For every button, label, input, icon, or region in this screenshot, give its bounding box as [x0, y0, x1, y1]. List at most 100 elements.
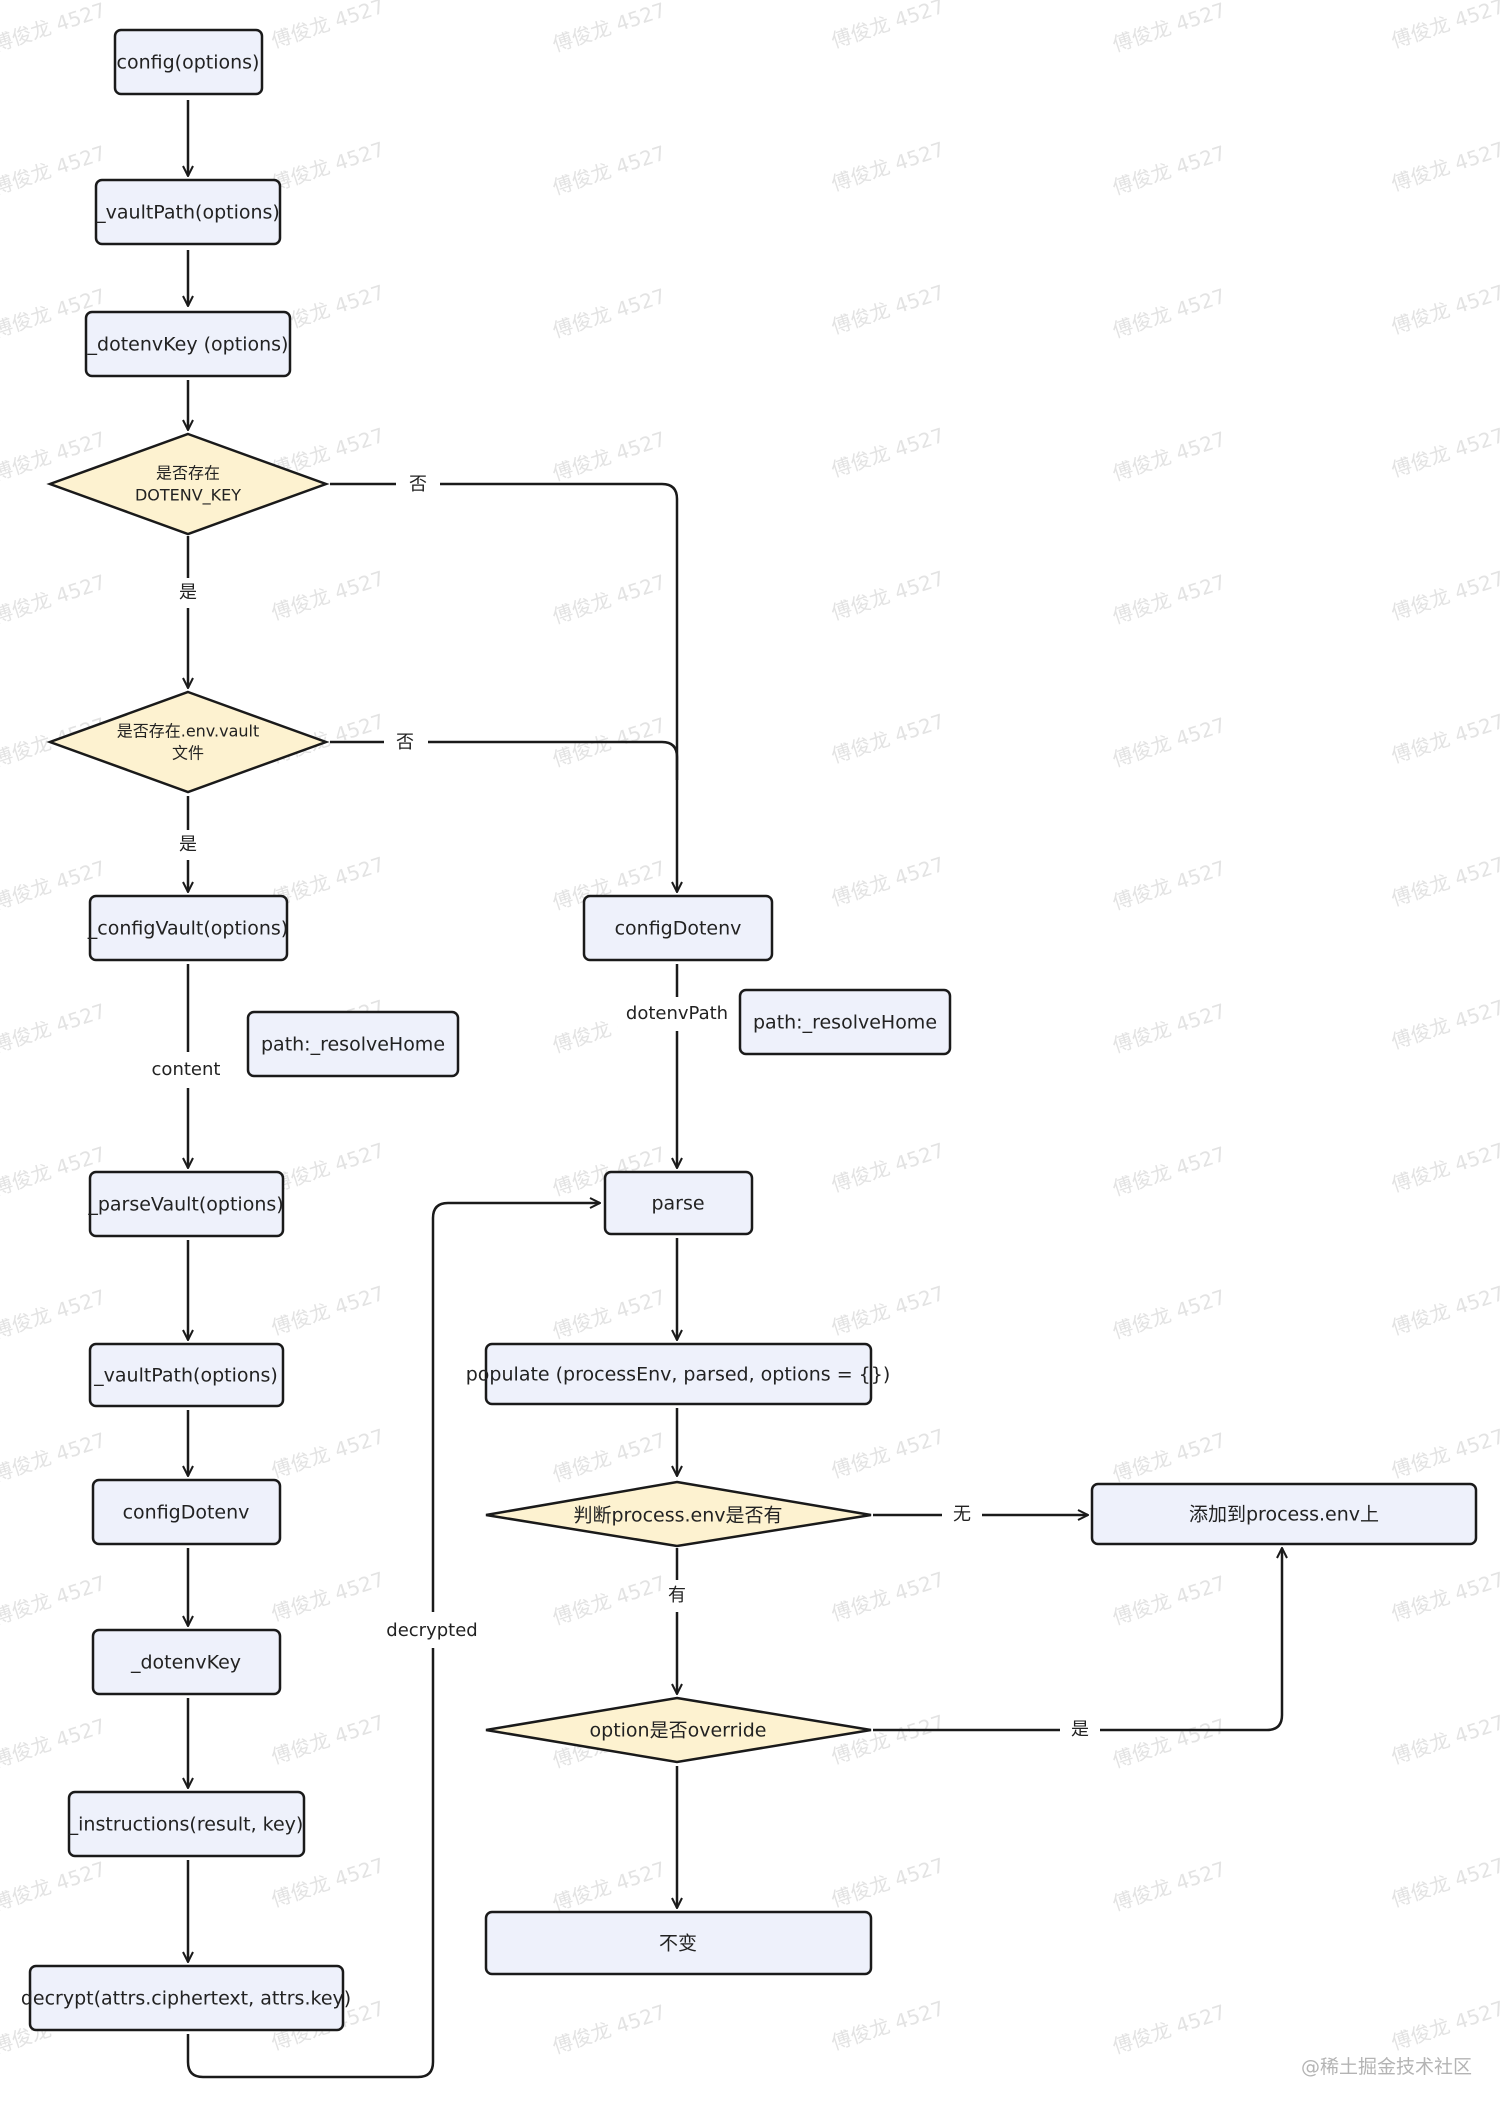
- node-vaultpath-1-label: _vaultPath(options): [95, 202, 280, 224]
- watermark-text: 傅俊龙 4527: [1388, 1567, 1507, 1626]
- node-path-note-1-label: path:_resolveHome: [261, 1034, 445, 1056]
- node-instructions: [67, 1790, 306, 1858]
- watermark-text: 傅俊龙 4527: [1388, 852, 1507, 911]
- edge-label-no-2: 否: [396, 732, 414, 753]
- watermark-text: 傅俊龙 4527: [1388, 1710, 1507, 1769]
- watermark-text: 傅俊龙 4527: [828, 1710, 947, 1769]
- edge-label-content: content: [152, 1059, 221, 1080]
- node-parsevault-label: _parseVault(options): [87, 1194, 283, 1216]
- node-add-to-env: [1090, 1482, 1478, 1546]
- node-config-label: config(options): [117, 52, 260, 74]
- watermark-text: 傅俊龙 4527: [0, 1285, 109, 1344]
- node-has-dotenv-key-line1: 是否存在: [156, 464, 220, 483]
- edge-label-yes-3: 是: [1071, 1719, 1089, 1740]
- watermark-text: 傅俊龙 4527: [828, 0, 947, 53]
- edge-override-add: [873, 1548, 1282, 1732]
- watermark-text: 傅俊龙 4527: [268, 1424, 387, 1483]
- watermark-text: 傅俊龙 4527: [268, 1138, 387, 1197]
- watermark-text: 傅俊龙 4527: [1388, 280, 1507, 339]
- watermark-text: 傅俊龙 4527: [550, 570, 669, 629]
- watermark-text: 傅俊龙 4527: [1110, 1428, 1229, 1487]
- watermark-text: 傅俊龙 4527: [828, 852, 947, 911]
- watermark-text: 傅俊龙 4527: [1110, 570, 1229, 629]
- watermark-text: 傅俊龙 4527: [0, 1571, 109, 1630]
- edge-label-decrypted: decrypted: [386, 1620, 477, 1641]
- node-parse: [603, 1170, 754, 1236]
- credit-label: @稀土掘金技术社区: [1300, 2056, 1472, 2078]
- node-has-env-vault-line1: 是否存在.env.vault: [117, 722, 260, 741]
- node-configdotenv-left-label: configDotenv: [123, 1502, 250, 1524]
- watermark-text: 傅俊龙 4527: [268, 1281, 387, 1340]
- watermark-text: 傅俊龙 4527: [1110, 999, 1229, 1058]
- watermark-text: 傅俊龙 4527: [1110, 141, 1229, 200]
- watermark-text: 傅俊龙 4527: [268, 566, 387, 625]
- watermark-text: 傅俊龙 4527: [550, 1285, 669, 1344]
- watermark-text: 傅俊龙 4527: [1110, 1857, 1229, 1916]
- watermark-text: 傅俊龙 4527: [268, 1710, 387, 1769]
- watermark-text: 傅俊龙 4527: [268, 1853, 387, 1912]
- node-populate-label: populate (processEnv, parsed, options = …: [466, 1364, 891, 1386]
- edge-label-yes-1: 是: [179, 582, 197, 603]
- watermark-text: 傅俊龙 4527: [0, 570, 109, 629]
- node-path-note-2-label: path:_resolveHome: [753, 1012, 937, 1034]
- node-unchanged-label: 不变: [659, 1933, 697, 1955]
- node-override-label: option是否override: [590, 1720, 767, 1742]
- watermark-text: 傅俊龙 4527: [1388, 1996, 1507, 2055]
- watermark-text: 傅俊龙 4527: [828, 709, 947, 768]
- watermark-text: 傅俊龙 4527: [1110, 1714, 1229, 1773]
- node-vaultpath-2-label: _vaultPath(options): [93, 1365, 278, 1387]
- watermark-text: 傅俊龙 4527: [550, 141, 669, 200]
- edge-decrypt-parse: [186, 1203, 600, 2079]
- node-has-env-vault-line2: 文件: [172, 744, 204, 763]
- node-dotenvkey-2: [91, 1628, 282, 1696]
- watermark-text: 傅俊龙 4527: [1388, 1138, 1507, 1197]
- node-add-to-env-label: 添加到process.env上: [1189, 1504, 1379, 1526]
- node-unchanged: [484, 1910, 873, 1976]
- watermark-text: 傅俊龙 4527: [1110, 1142, 1229, 1201]
- watermark-text: 傅俊龙 4527: [828, 423, 947, 482]
- watermark-text: 傅俊龙 4527: [1110, 856, 1229, 915]
- watermark-text: 傅俊龙 4527: [1110, 1571, 1229, 1630]
- node-configdotenv-right-label: configDotenv: [615, 918, 742, 940]
- node-config: [113, 28, 264, 96]
- watermark-text: 傅俊龙 4527: [828, 566, 947, 625]
- watermark-text: 傅俊龙 4527: [0, 141, 109, 200]
- watermark-text: 傅俊龙 4527: [1110, 427, 1229, 486]
- watermark-text: 傅俊龙 4527: [828, 1567, 947, 1626]
- watermark-text: 傅俊龙 4527: [0, 0, 109, 57]
- watermark-text: 傅俊龙 4527: [828, 137, 947, 196]
- watermark-text: 傅俊龙 4527: [1388, 1853, 1507, 1912]
- node-instructions-label: _instructions(result, key): [68, 1814, 304, 1836]
- edge-hasvault-configdotenv: [330, 740, 679, 780]
- node-parse-label: parse: [651, 1193, 704, 1215]
- node-populate: [484, 1342, 873, 1406]
- node-dotenvkey-2-label: _dotenvKey: [130, 1652, 241, 1674]
- watermark-text: 傅俊龙 4527: [1110, 1285, 1229, 1344]
- edge-label-dotenvpath: dotenvPath: [626, 1003, 728, 1024]
- node-decrypt: [28, 1964, 345, 2032]
- watermark-text: 傅俊龙 4527: [1388, 566, 1507, 625]
- node-dotenvkey-1: [84, 310, 292, 378]
- edge-label-has: 有: [668, 1585, 686, 1606]
- watermark-text: 傅俊龙 4527: [1110, 284, 1229, 343]
- watermark-text: 傅俊龙 4527: [550, 2000, 669, 2059]
- node-path-note-2: [738, 988, 952, 1056]
- watermark-text: 傅俊龙 4527: [268, 1567, 387, 1626]
- watermark-text: 傅俊龙 4527: [1388, 995, 1507, 1054]
- watermark-text: 傅俊龙 4527: [1388, 1424, 1507, 1483]
- node-has-env-vault: [46, 690, 330, 794]
- watermark-text: 傅俊龙 4527: [1110, 713, 1229, 772]
- watermark-text: 傅俊龙 4527: [828, 1424, 947, 1483]
- watermark-text: 傅俊龙 4527: [268, 137, 387, 196]
- node-vaultpath-1: [94, 178, 282, 246]
- watermark-text: 傅俊龙 4527: [550, 0, 669, 57]
- node-has-dotenv-key-line2: DOTENV_KEY: [135, 486, 241, 506]
- node-judge-process-env-label: 判断process.env是否有: [573, 1505, 782, 1527]
- edge-haskey-configdotenv: [330, 482, 677, 892]
- node-configdotenv-left: [91, 1478, 282, 1546]
- watermark-text: 傅俊龙 4527: [1388, 137, 1507, 196]
- node-has-dotenv-key: [46, 432, 330, 536]
- node-parsevault: [88, 1170, 285, 1238]
- watermark-text: 傅俊龙 4527: [828, 1996, 947, 2055]
